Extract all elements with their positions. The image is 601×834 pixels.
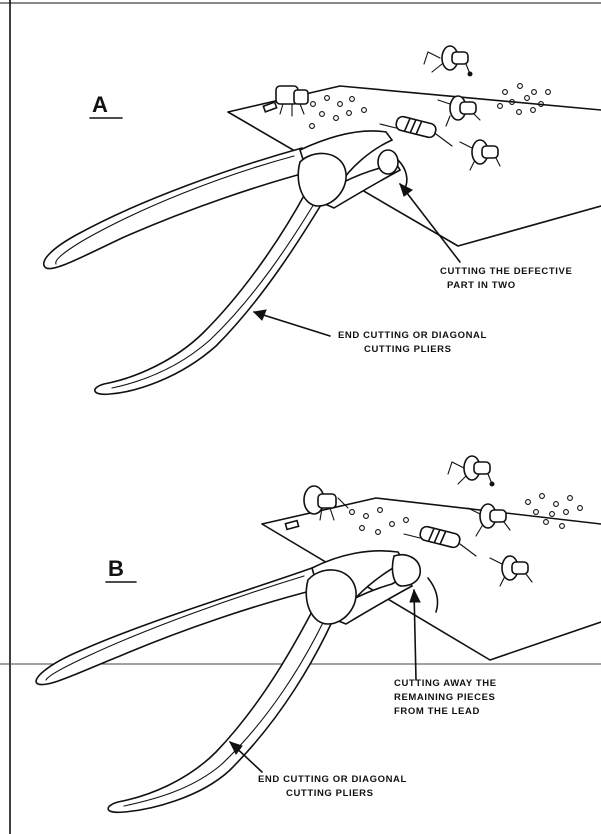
transistor-b3 — [490, 556, 532, 586]
panel-b-label: B — [108, 556, 124, 581]
arrowhead-tool-a — [254, 310, 266, 320]
transistor-b1 — [448, 456, 494, 486]
remaining-lead-b — [428, 578, 438, 612]
tool-caption-a-line2: CUTTING PLIERS — [364, 344, 452, 355]
tool-caption-b-line1: END CUTTING OR DIAGONAL — [258, 774, 407, 785]
panel-b: B — [36, 456, 601, 812]
panel-a-label: A — [92, 92, 108, 117]
leader-line-action-a — [400, 184, 460, 262]
action-caption-b-line1: CUTTING AWAY THE — [394, 678, 497, 689]
action-caption-a-line2: PART IN TWO — [447, 280, 516, 291]
action-caption-b-line2: REMAINING PIECES — [394, 692, 495, 703]
component-cluster-a — [263, 86, 308, 116]
leader-line-action-b — [414, 590, 416, 680]
tool-caption-a-line1: END CUTTING OR DIAGONAL — [338, 330, 487, 341]
tool-caption-b-line2: CUTTING PLIERS — [286, 788, 374, 799]
panel-a: A — [44, 46, 601, 394]
action-caption-b-line3: FROM THE LEAD — [394, 706, 480, 717]
transistor-a1 — [424, 46, 472, 76]
transistor-a3 — [460, 140, 500, 170]
resistor-b — [404, 525, 476, 556]
arrowhead-action-b — [410, 590, 420, 602]
pliers-a — [44, 131, 400, 394]
leader-line-tool-a — [254, 312, 330, 336]
component-cluster-b — [285, 486, 348, 529]
transistor-a2 — [438, 96, 480, 126]
action-caption-a-line1: CUTTING THE DEFECTIVE — [440, 266, 572, 277]
